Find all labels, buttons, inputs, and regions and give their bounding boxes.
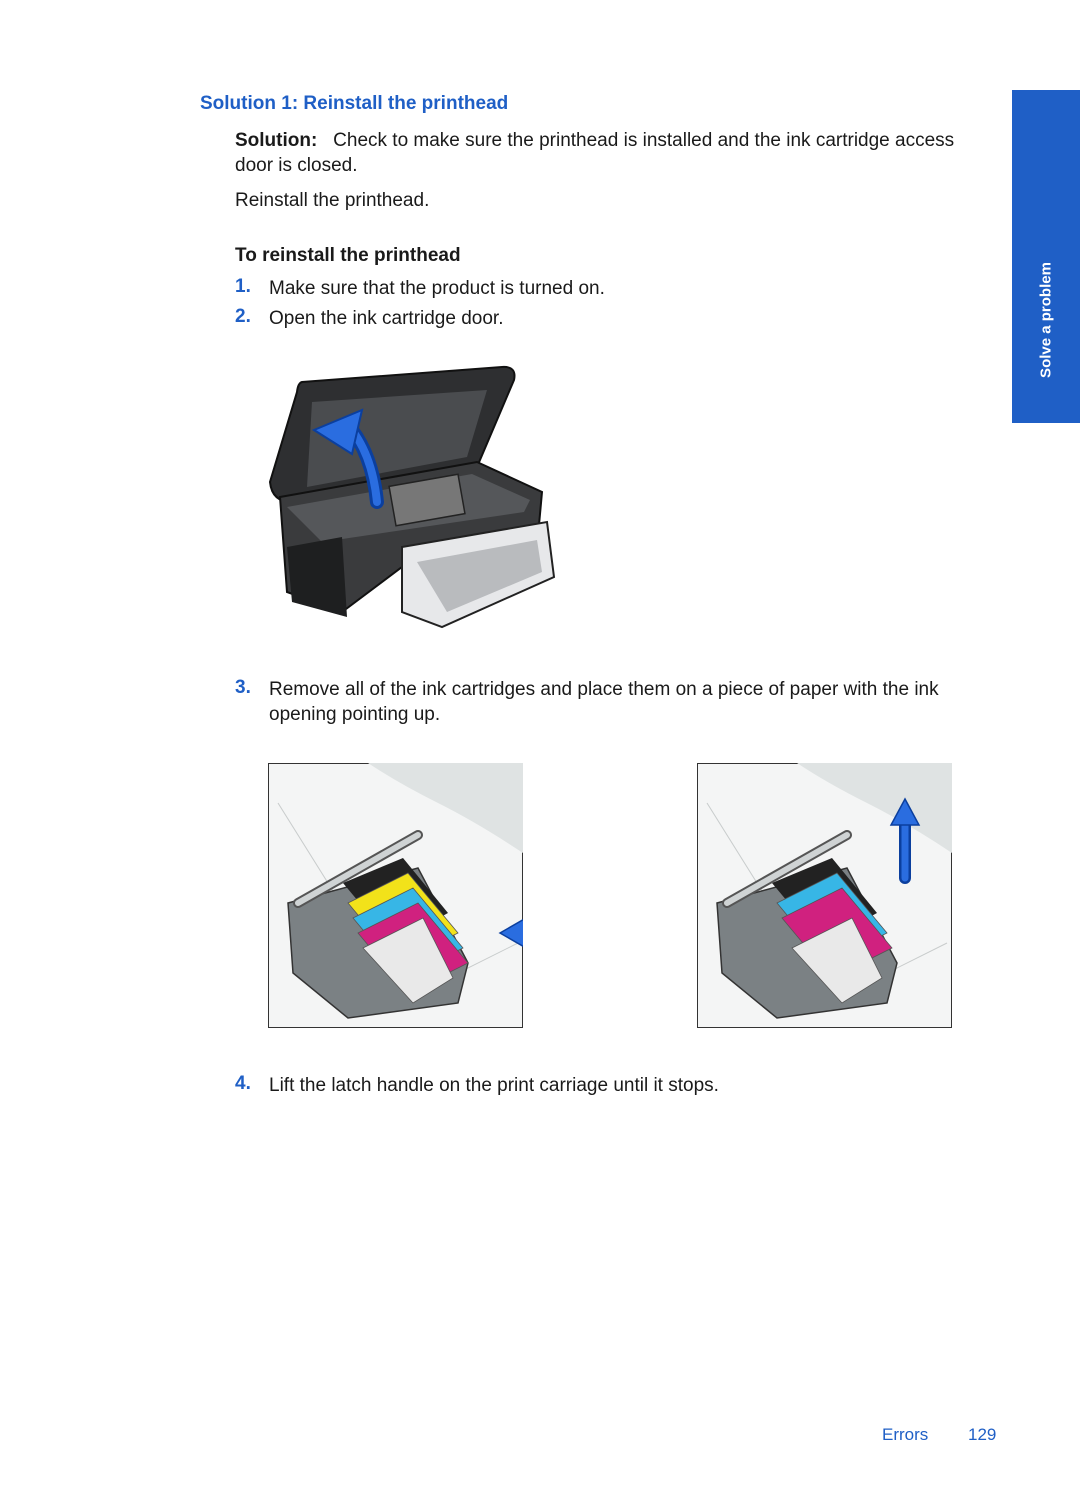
step-2-text: Open the ink cartridge door.: [269, 308, 504, 329]
step-4-number: 4.: [235, 1073, 251, 1094]
step-1-number: 1.: [235, 276, 251, 297]
section-title: Solution 1: Reinstall the printhead: [200, 93, 509, 114]
step-2-number: 2.: [235, 306, 251, 327]
step-1-text: Make sure that the product is turned on.: [269, 278, 605, 299]
step-4-text: Lift the latch handle on the print carri…: [269, 1075, 719, 1096]
footer-section: Errors: [882, 1425, 929, 1444]
procedure-title: To reinstall the printhead: [235, 245, 461, 266]
side-tab-label: Solve a problem: [1037, 261, 1055, 378]
step-3-line1: Remove all of the ink cartridges and pla…: [269, 679, 939, 700]
solution-paragraph: Solution: Check to make sure the printhe…: [235, 128, 954, 178]
side-tab: Solve a problem: [1012, 90, 1080, 423]
footer-page-number: 129: [968, 1425, 997, 1444]
step-3-line2: opening pointing up.: [269, 704, 441, 725]
printer-illustration: [268, 365, 556, 629]
solution-text-line2: door is closed.: [235, 155, 358, 176]
cartridge-removal-illustration: [268, 763, 523, 1028]
step-3-text: Remove all of the ink cartridges and pla…: [269, 677, 939, 727]
solution-label: Solution:: [235, 130, 318, 151]
reinstall-text: Reinstall the printhead.: [235, 190, 430, 211]
cartridge-lift-illustration: [697, 763, 952, 1028]
step-3-number: 3.: [235, 677, 251, 698]
solution-text-line1: Check to make sure the printhead is inst…: [333, 130, 955, 151]
